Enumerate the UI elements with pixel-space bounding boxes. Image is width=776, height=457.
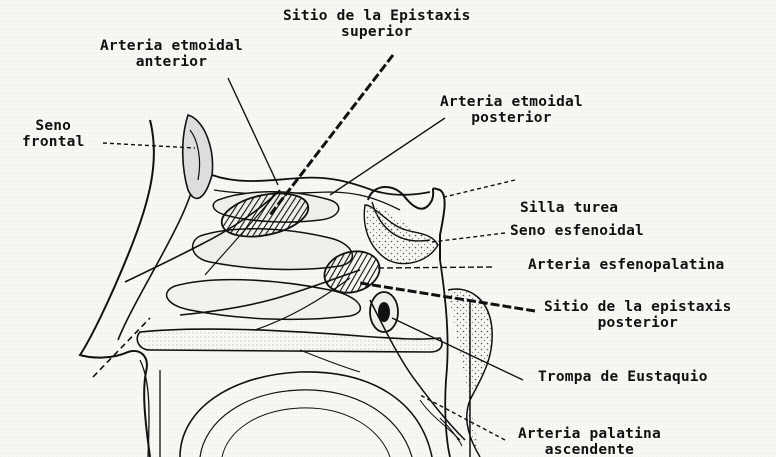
- label-arteria-esfenopalatina: Arteria esfenopalatina: [528, 257, 724, 273]
- label-seno-frontal: Seno frontal: [22, 118, 85, 150]
- label-palatina-ascendente: Arteria palatina ascendente: [518, 426, 661, 457]
- label-trompa-eustaquio: Trompa de Eustaquio: [538, 369, 708, 385]
- label-epistaxis-posterior: Sitio de la epistaxis posterior: [544, 299, 732, 331]
- label-seno-esfenoidal: Seno esfenoidal: [510, 223, 644, 239]
- label-silla-turca: Silla turea: [520, 200, 618, 216]
- label-etmoidal-anterior: Arteria etmoidal anterior: [100, 38, 243, 70]
- label-etmoidal-posterior: Arteria etmoidal posterior: [440, 94, 583, 126]
- label-epistaxis-superior: Sitio de la Epistaxis superior: [283, 8, 471, 40]
